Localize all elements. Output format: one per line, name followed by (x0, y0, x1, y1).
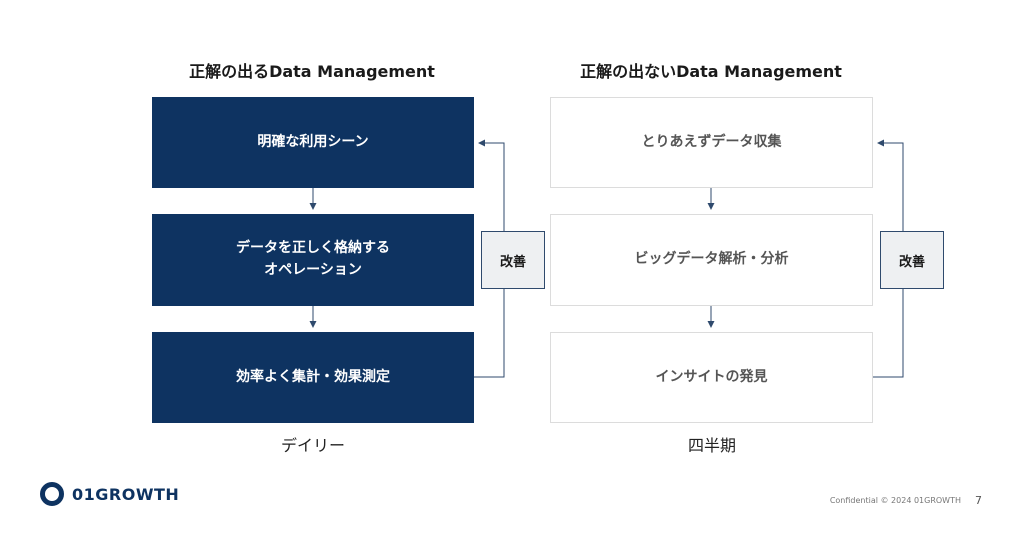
footer-meta: Confidential © 2024 01GROWTH 7 (830, 494, 982, 507)
right-step-3: インサイトの発見 (550, 332, 873, 423)
page-number: 7 (975, 494, 982, 507)
left-step-2: データを正しく格納する オペレーション (152, 214, 474, 306)
right-step-1: とりあえずデータ収集 (550, 97, 873, 188)
left-step-2-text-line1: データを正しく格納する (236, 240, 390, 257)
right-step-2: ビッグデータ解析・分析 (550, 214, 873, 306)
company-logo: 01GROWTH (40, 482, 179, 506)
left-improve-label: 改善 (481, 231, 545, 289)
right-caption: 四半期 (687, 436, 736, 455)
left-step-3-text: 効率よく集計・効果測定 (236, 368, 390, 385)
left-step-3: 効率よく集計・効果測定 (152, 332, 474, 423)
left-caption: デイリー (280, 436, 345, 455)
right-step-3-text: インサイトの発見 (655, 368, 768, 385)
right-column-title: 正解の出ないData Management (580, 62, 842, 81)
right-step-1-text: とりあえずデータ収集 (641, 133, 782, 150)
confidential-notice: Confidential © 2024 01GROWTH (829, 496, 961, 505)
left-step-1-text: 明確な利用シーン (257, 133, 369, 150)
left-step-1: 明確な利用シーン (152, 97, 474, 188)
right-step-2-text: ビッグデータ解析・分析 (634, 251, 789, 268)
right-improve-label: 改善 (880, 231, 944, 289)
left-step-2-text-line2: オペレーション (264, 262, 362, 278)
left-column-title: 正解の出るData Management (189, 62, 435, 81)
logo-ring-icon (40, 482, 64, 506)
logo-text: 01GROWTH (72, 484, 180, 504)
